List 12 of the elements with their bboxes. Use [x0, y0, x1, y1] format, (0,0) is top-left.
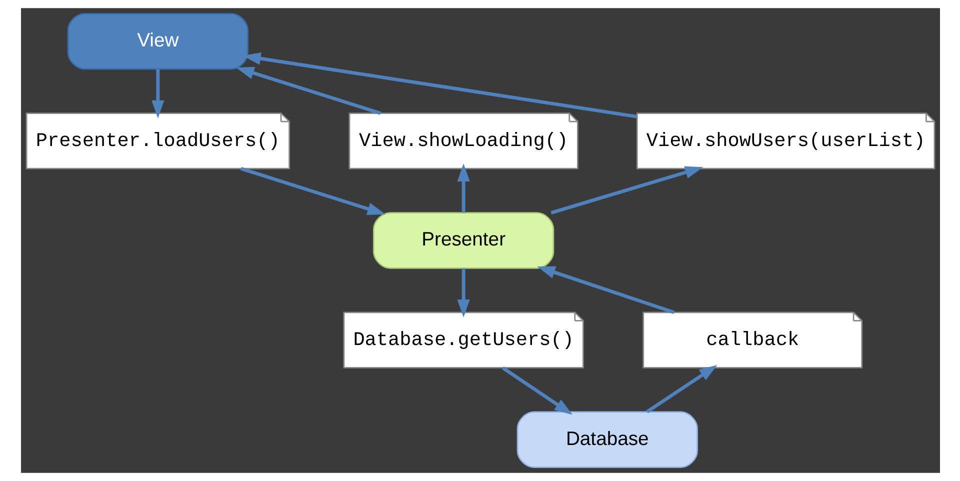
- arrow: [501, 366, 572, 415]
- arrow: [456, 164, 470, 213]
- node-box: View: [66, 13, 248, 70]
- node-box: Database: [516, 411, 698, 468]
- arrow: [240, 167, 385, 215]
- arrow: [151, 69, 164, 118]
- arrow: [646, 365, 717, 414]
- node-box: Presenter: [372, 212, 554, 269]
- arrow: [550, 166, 703, 214]
- arrow: [236, 66, 380, 115]
- arrow: [536, 266, 674, 314]
- arrow: [456, 268, 470, 318]
